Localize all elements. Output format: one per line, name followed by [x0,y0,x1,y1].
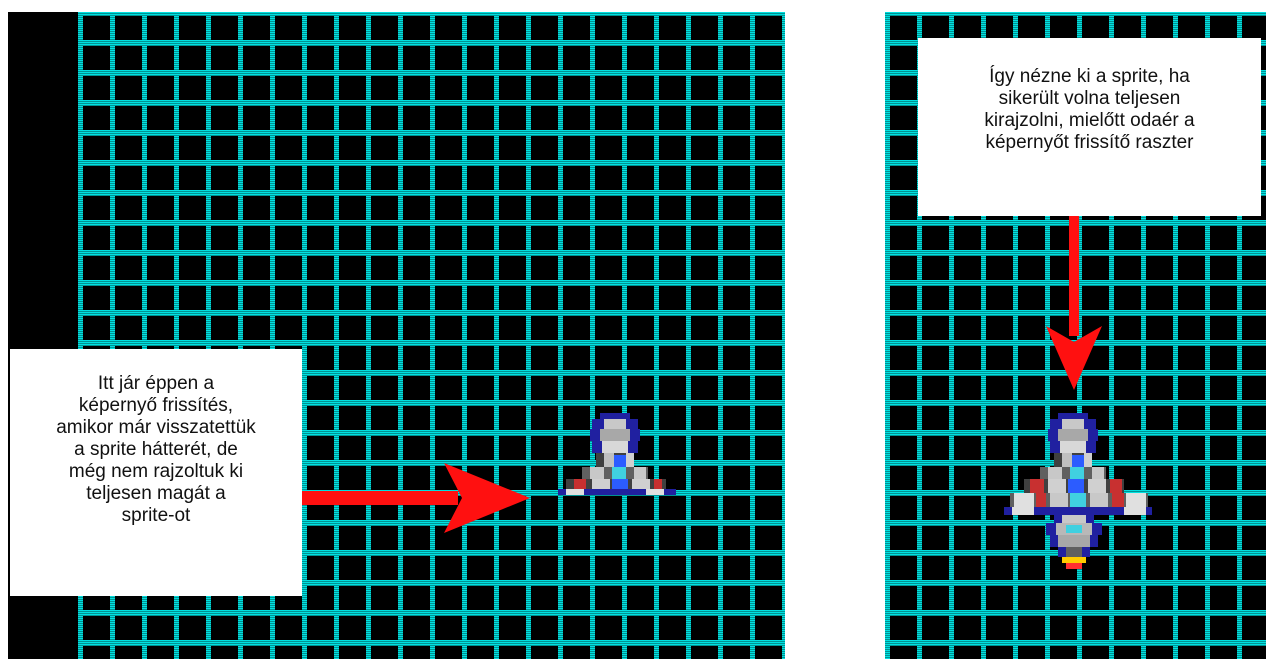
annotation-line: sikerült volna teljesen [918,88,1261,110]
spaceship-sprite-complete [1004,413,1152,569]
annotation-line: Itt jár éppen a [10,373,302,395]
annotation-line: kirajzolni, mielőtt odaér a [918,110,1261,132]
red-arrow-down [1046,216,1102,390]
annotation-line: a sprite hátterét, de [10,439,302,461]
annotation-line: amikor már visszatettük [10,417,302,439]
red-arrow-right [298,463,530,533]
annotation-line: még nem rajzoltuk ki [10,461,302,483]
annotation-box-right: Így nézne ki a sprite, ha sikerült volna… [918,38,1261,216]
annotation-line: Így nézne ki a sprite, ha [918,66,1261,88]
annotation-box-left: Itt jár éppen a képernyő frissítés, amik… [10,349,302,596]
annotation-line: képernyőt frissítő raszter [918,132,1261,154]
annotation-line: sprite-ot [10,505,302,527]
annotation-line: teljesen magát a [10,483,302,505]
annotation-line: képernyő frissítés, [10,395,302,417]
spaceship-sprite-partial [558,413,676,495]
